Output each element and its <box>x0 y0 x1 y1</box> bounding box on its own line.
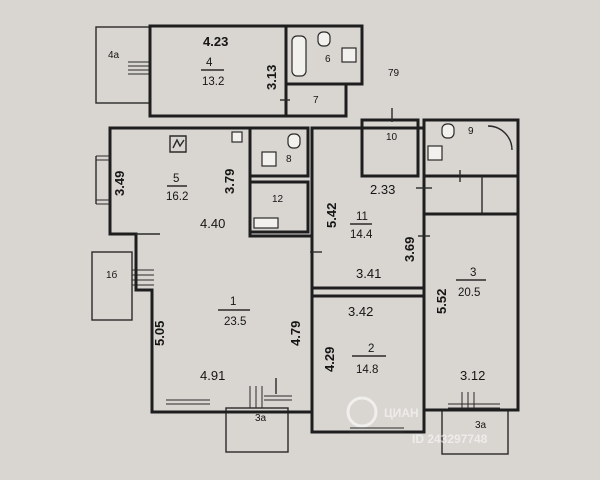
room-5-area: 16.2 <box>166 191 188 203</box>
room-10-number: 12 <box>272 194 284 205</box>
watermark-logo-icon <box>346 396 378 428</box>
bathtub-icon <box>291 35 307 77</box>
room-3-left-dim: 5.52 <box>434 289 449 314</box>
building-number: 79 <box>388 68 400 79</box>
room-11-top-dim: 2.33 <box>370 182 395 197</box>
room-1-number: 1 <box>230 296 236 308</box>
balcony-3a-left: 3а <box>225 386 289 453</box>
room-10: 12 <box>248 180 310 234</box>
room-1-top-dim: 4.40 <box>200 216 225 231</box>
room-5: 3.49 5 16.2 3.79 <box>112 131 243 203</box>
room-11-left-dim: 5.42 <box>324 203 339 228</box>
room-2-number: 2 <box>368 343 374 355</box>
room-12 <box>360 118 420 178</box>
watermark-logo-text: ЦИАН <box>384 406 419 420</box>
room-9-number: 8 <box>286 154 292 165</box>
watermark-id: ID 243297748 <box>412 432 488 446</box>
room-11-number: 11 <box>356 211 368 223</box>
room-11: 10 2.33 5.42 11 14.4 3.69 3.41 <box>310 108 426 290</box>
room-3-number: 3 <box>470 267 476 279</box>
room-9-wc: 8 <box>248 126 310 178</box>
fireplace-icon <box>169 135 187 153</box>
room-4-width: 4.23 <box>203 34 228 49</box>
room-7: 7 <box>280 82 348 118</box>
room-8-number: 9 <box>468 126 474 137</box>
room-5-right-dim: 3.79 <box>222 169 237 194</box>
room-11-area: 14.4 <box>350 229 373 241</box>
room-3: 5.52 3 20.5 3.12 <box>422 212 520 412</box>
room-2-top-dim: 3.42 <box>348 304 373 319</box>
sink-icon <box>341 47 357 63</box>
room-2-area: 14.8 <box>356 364 378 376</box>
balcony-label-4a: 4а <box>108 50 120 61</box>
toilet-icon <box>441 123 455 139</box>
toilet-icon <box>287 133 301 149</box>
room-1-right-dim: 4.79 <box>288 321 303 346</box>
room-1-left-dim: 5.05 <box>152 321 167 346</box>
room-6-number: 6 <box>325 54 331 65</box>
room-11-right-dim: 3.69 <box>402 237 417 262</box>
room-11-bottom-dim: 3.41 <box>356 266 381 281</box>
room-4-height: 3.13 <box>264 65 279 90</box>
room-4-number: 4 <box>206 57 213 69</box>
room-4-area: 13.2 <box>202 76 224 88</box>
watermark: ЦИАН ID 243297748 <box>346 396 488 446</box>
room-3-area: 20.5 <box>458 287 480 299</box>
balcony-label-1b: 1б <box>106 269 118 281</box>
room-5-left-dim: 3.49 <box>112 171 127 196</box>
toilet-icon <box>317 31 331 47</box>
room-1-bottom-dim: 4.91 <box>200 368 225 383</box>
room-2-left-dim: 4.29 <box>322 347 337 372</box>
room-1-area: 23.5 <box>224 316 246 328</box>
room-7-number: 7 <box>313 95 319 106</box>
sink-icon <box>427 145 443 161</box>
balcony-label-3a-right: 3а <box>475 420 487 431</box>
room-5-number: 5 <box>173 173 179 185</box>
room-3-bottom-dim: 3.12 <box>460 368 485 383</box>
room-1: 4.40 5.05 1 23.5 4.79 4.91 <box>136 216 303 405</box>
sink-icon <box>261 151 277 167</box>
balcony-label-3a-left: 3а <box>255 413 267 424</box>
room-12-number: 10 <box>386 132 398 143</box>
